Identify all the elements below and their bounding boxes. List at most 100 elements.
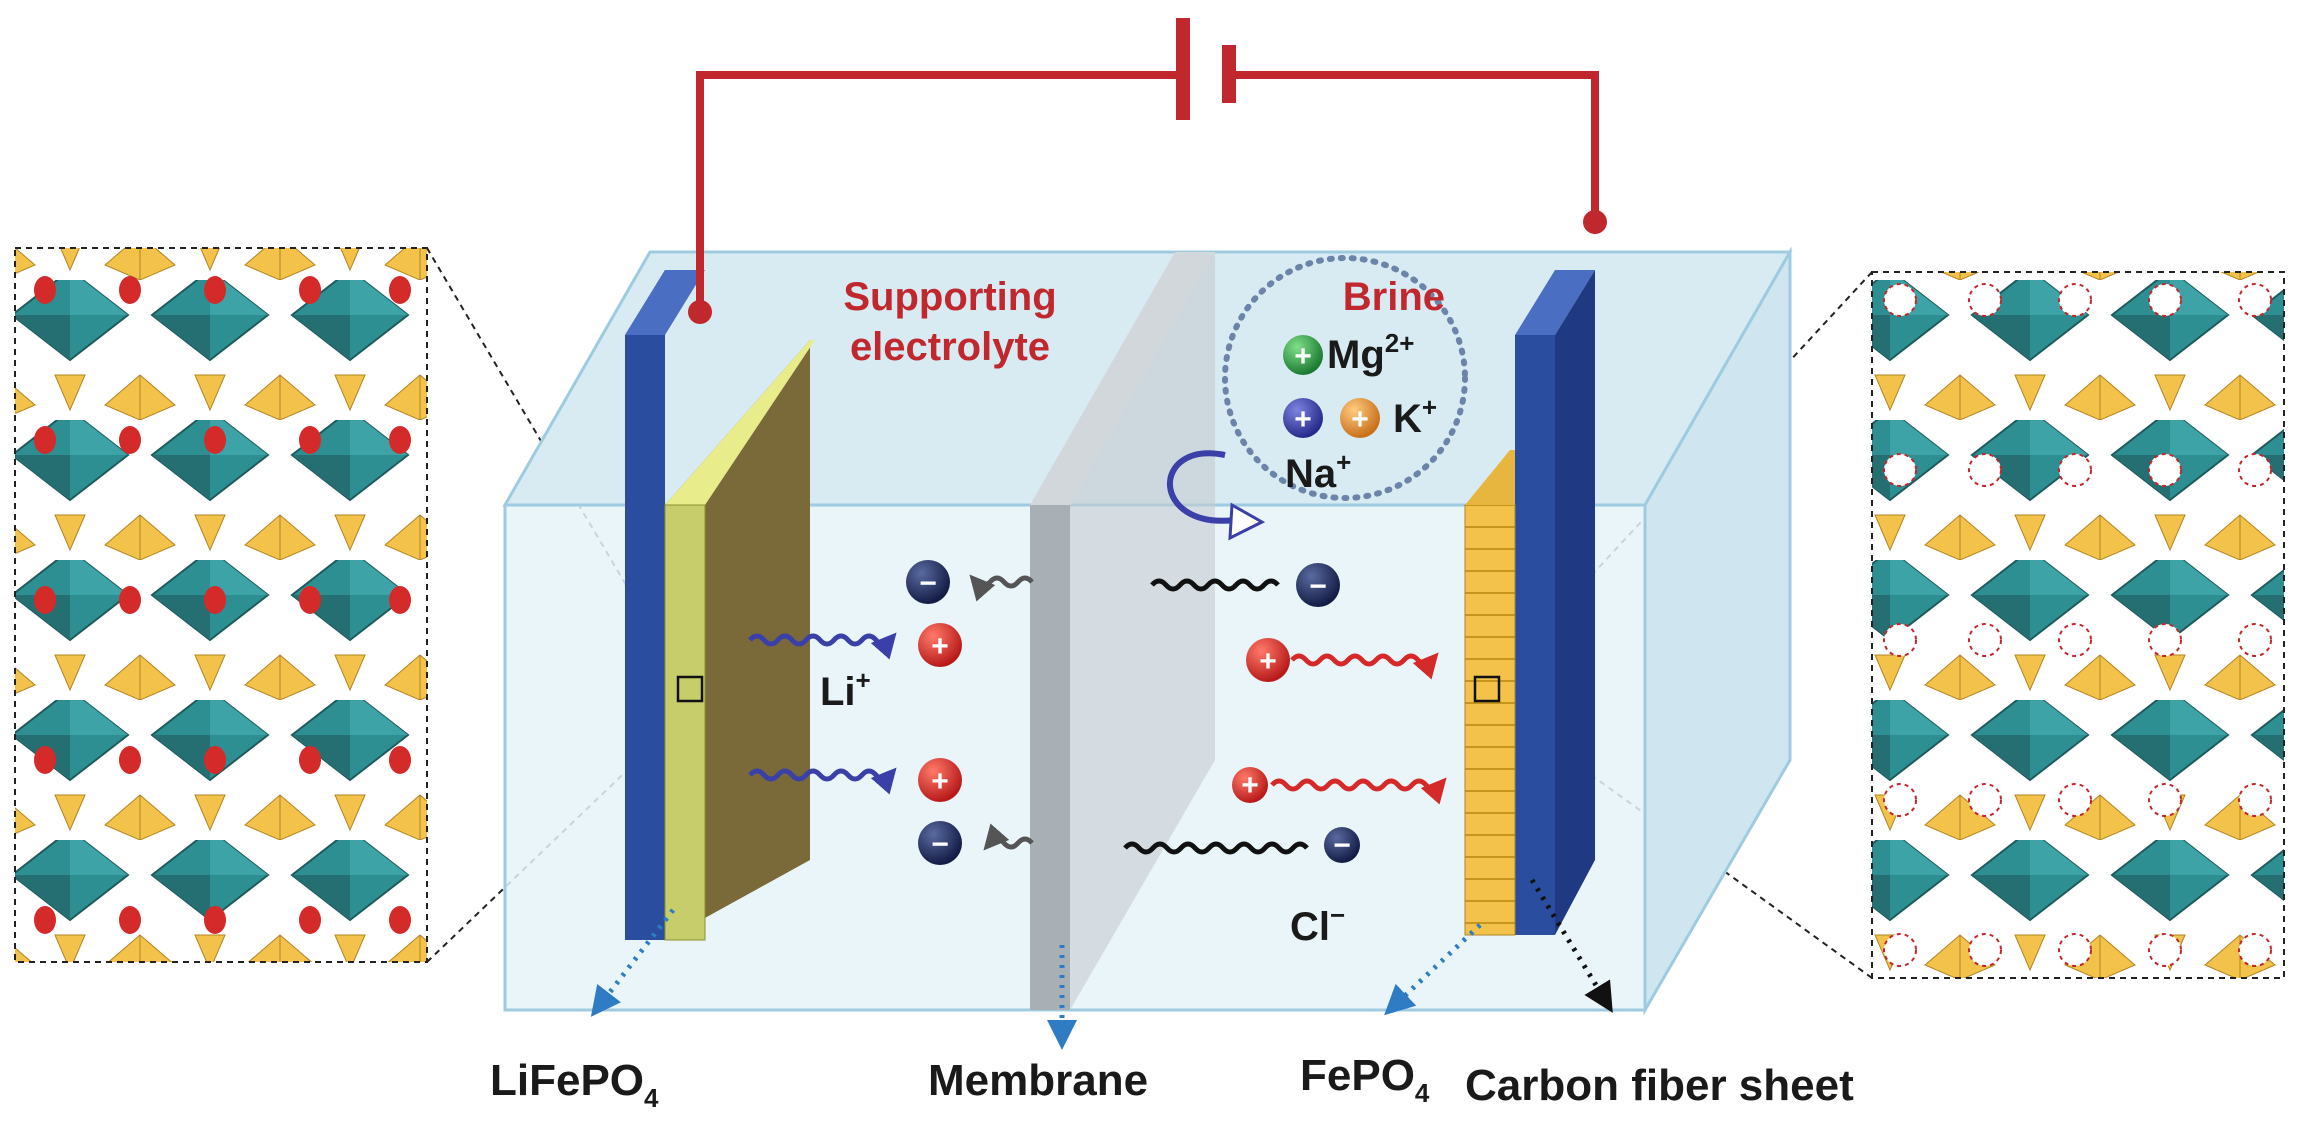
vacancy-site xyxy=(1883,283,1917,317)
vacancy-site xyxy=(2148,623,2182,657)
lithium-atom xyxy=(389,276,411,304)
svg-text:Li+: Li+ xyxy=(820,665,871,714)
svg-text:FePO4: FePO4 xyxy=(1300,1051,1430,1108)
lithium-atom xyxy=(34,426,56,454)
mg-label: Mg xyxy=(1327,333,1385,377)
cation-marker xyxy=(918,623,962,667)
cation-marker xyxy=(1232,767,1268,803)
wavy-arrow-icon xyxy=(1290,652,1439,680)
carbon-fiber-label: Carbon fiber sheet xyxy=(1465,1061,1854,1110)
mg-charge: 2+ xyxy=(1385,328,1415,358)
vacancy-site xyxy=(2238,283,2272,317)
vacancy-site xyxy=(2148,933,2182,967)
left-electrode xyxy=(625,270,815,941)
fepo4-label: FePO xyxy=(1300,1051,1415,1100)
vacancy-site xyxy=(2238,783,2272,817)
vacancy-site xyxy=(2058,453,2092,487)
cation-marker xyxy=(918,758,962,802)
anion-marker xyxy=(918,821,962,865)
vacancy-site xyxy=(1883,933,1917,967)
wavy-arrow-icon xyxy=(983,823,1034,851)
lithium-atom xyxy=(389,906,411,934)
membrane-label: Membrane xyxy=(928,1056,1148,1105)
svg-text:Na+: Na+ xyxy=(1285,447,1351,496)
lithium-atom xyxy=(299,906,321,934)
ion-markers: − + + − − + + − xyxy=(906,560,1360,865)
external-circuit xyxy=(688,18,1607,324)
curved-arrow-icon xyxy=(1167,450,1236,524)
wavy-arrow-icon xyxy=(748,632,897,660)
supporting-electrolyte-label-line1: Supporting xyxy=(843,275,1056,319)
svg-text:Cl−: Cl− xyxy=(1290,900,1345,949)
na-charge: + xyxy=(1336,447,1351,477)
vacancy-site xyxy=(2238,623,2272,657)
vacancy-sites xyxy=(1883,283,2272,967)
right-electrode xyxy=(1464,270,1595,936)
mg-ion xyxy=(1283,335,1323,375)
lithium-atoms xyxy=(34,276,411,934)
vacancy-site xyxy=(2238,933,2272,967)
ion-sign: + xyxy=(1259,645,1277,678)
lithium-atom xyxy=(34,586,56,614)
vacancy-site xyxy=(2058,283,2092,317)
zoom-marker xyxy=(676,675,704,703)
vacancy-site xyxy=(2238,453,2272,487)
na-label: Na xyxy=(1285,452,1337,496)
cl-label: Cl xyxy=(1290,905,1330,949)
anion-marker xyxy=(1324,827,1360,863)
vacancy-site xyxy=(2148,283,2182,317)
lithium-atom xyxy=(299,586,321,614)
k-label: K xyxy=(1393,397,1422,441)
lifepo4-subscript: 4 xyxy=(644,1083,659,1113)
ion-sign: + xyxy=(1294,403,1312,436)
lithium-atom xyxy=(204,906,226,934)
lithium-atom xyxy=(389,586,411,614)
ion-sign: − xyxy=(931,828,949,861)
k-charge: + xyxy=(1422,392,1437,422)
membrane xyxy=(1030,252,1215,1010)
vacancy-site xyxy=(1968,783,2002,817)
lithium-atom xyxy=(204,586,226,614)
li-label: Li xyxy=(820,670,856,714)
lithium-atom xyxy=(119,746,141,774)
ion-sign: − xyxy=(1333,829,1351,862)
vacancy-site xyxy=(2148,453,2182,487)
ion-sign: + xyxy=(1351,403,1369,436)
wavy-arrow-icon xyxy=(1270,777,1447,805)
vacancy-site xyxy=(1883,453,1917,487)
brine-ion-cluster: Brine + Mg2+ + + K+ Na+ xyxy=(1222,255,1468,501)
fepo4-subscript: 4 xyxy=(1415,1078,1430,1108)
lithium-atom xyxy=(119,426,141,454)
brine-label: Brine xyxy=(1343,275,1445,319)
wavy-arrow-icon xyxy=(748,767,897,795)
svg-text:LiFePO4: LiFePO4 xyxy=(490,1056,659,1113)
lithium-atom xyxy=(204,276,226,304)
lithium-atom xyxy=(299,746,321,774)
lithium-atom xyxy=(299,276,321,304)
ion-sign: + xyxy=(1294,340,1312,373)
wavy-arrow-icon xyxy=(1150,578,1280,592)
ion-sign: − xyxy=(1309,570,1327,603)
vacancy-site xyxy=(1883,783,1917,817)
cation-marker xyxy=(1246,638,1290,682)
lithium-atom xyxy=(389,746,411,774)
lithium-atom xyxy=(119,276,141,304)
svg-text:Mg2+: Mg2+ xyxy=(1327,328,1414,377)
cl-charge: − xyxy=(1330,900,1345,930)
k-ion xyxy=(1340,398,1380,438)
ion-sign: − xyxy=(919,567,937,600)
dotted-arrow-icon xyxy=(1529,878,1613,1013)
ion-sign: + xyxy=(1241,769,1259,802)
supporting-electrolyte-label-line2: electrolyte xyxy=(850,325,1050,369)
fepo4-crystal-structure xyxy=(1871,271,2285,979)
vacancy-site xyxy=(1968,623,2002,657)
vacancy-site xyxy=(1968,283,2002,317)
wavy-arrow-icon xyxy=(1123,841,1309,855)
anion-marker xyxy=(1296,563,1340,607)
battery-symbol-icon xyxy=(1176,18,1236,120)
vacancy-site xyxy=(2058,933,2092,967)
lithium-atom xyxy=(119,586,141,614)
vacancy-site xyxy=(2058,623,2092,657)
ion-sign: + xyxy=(931,765,949,798)
